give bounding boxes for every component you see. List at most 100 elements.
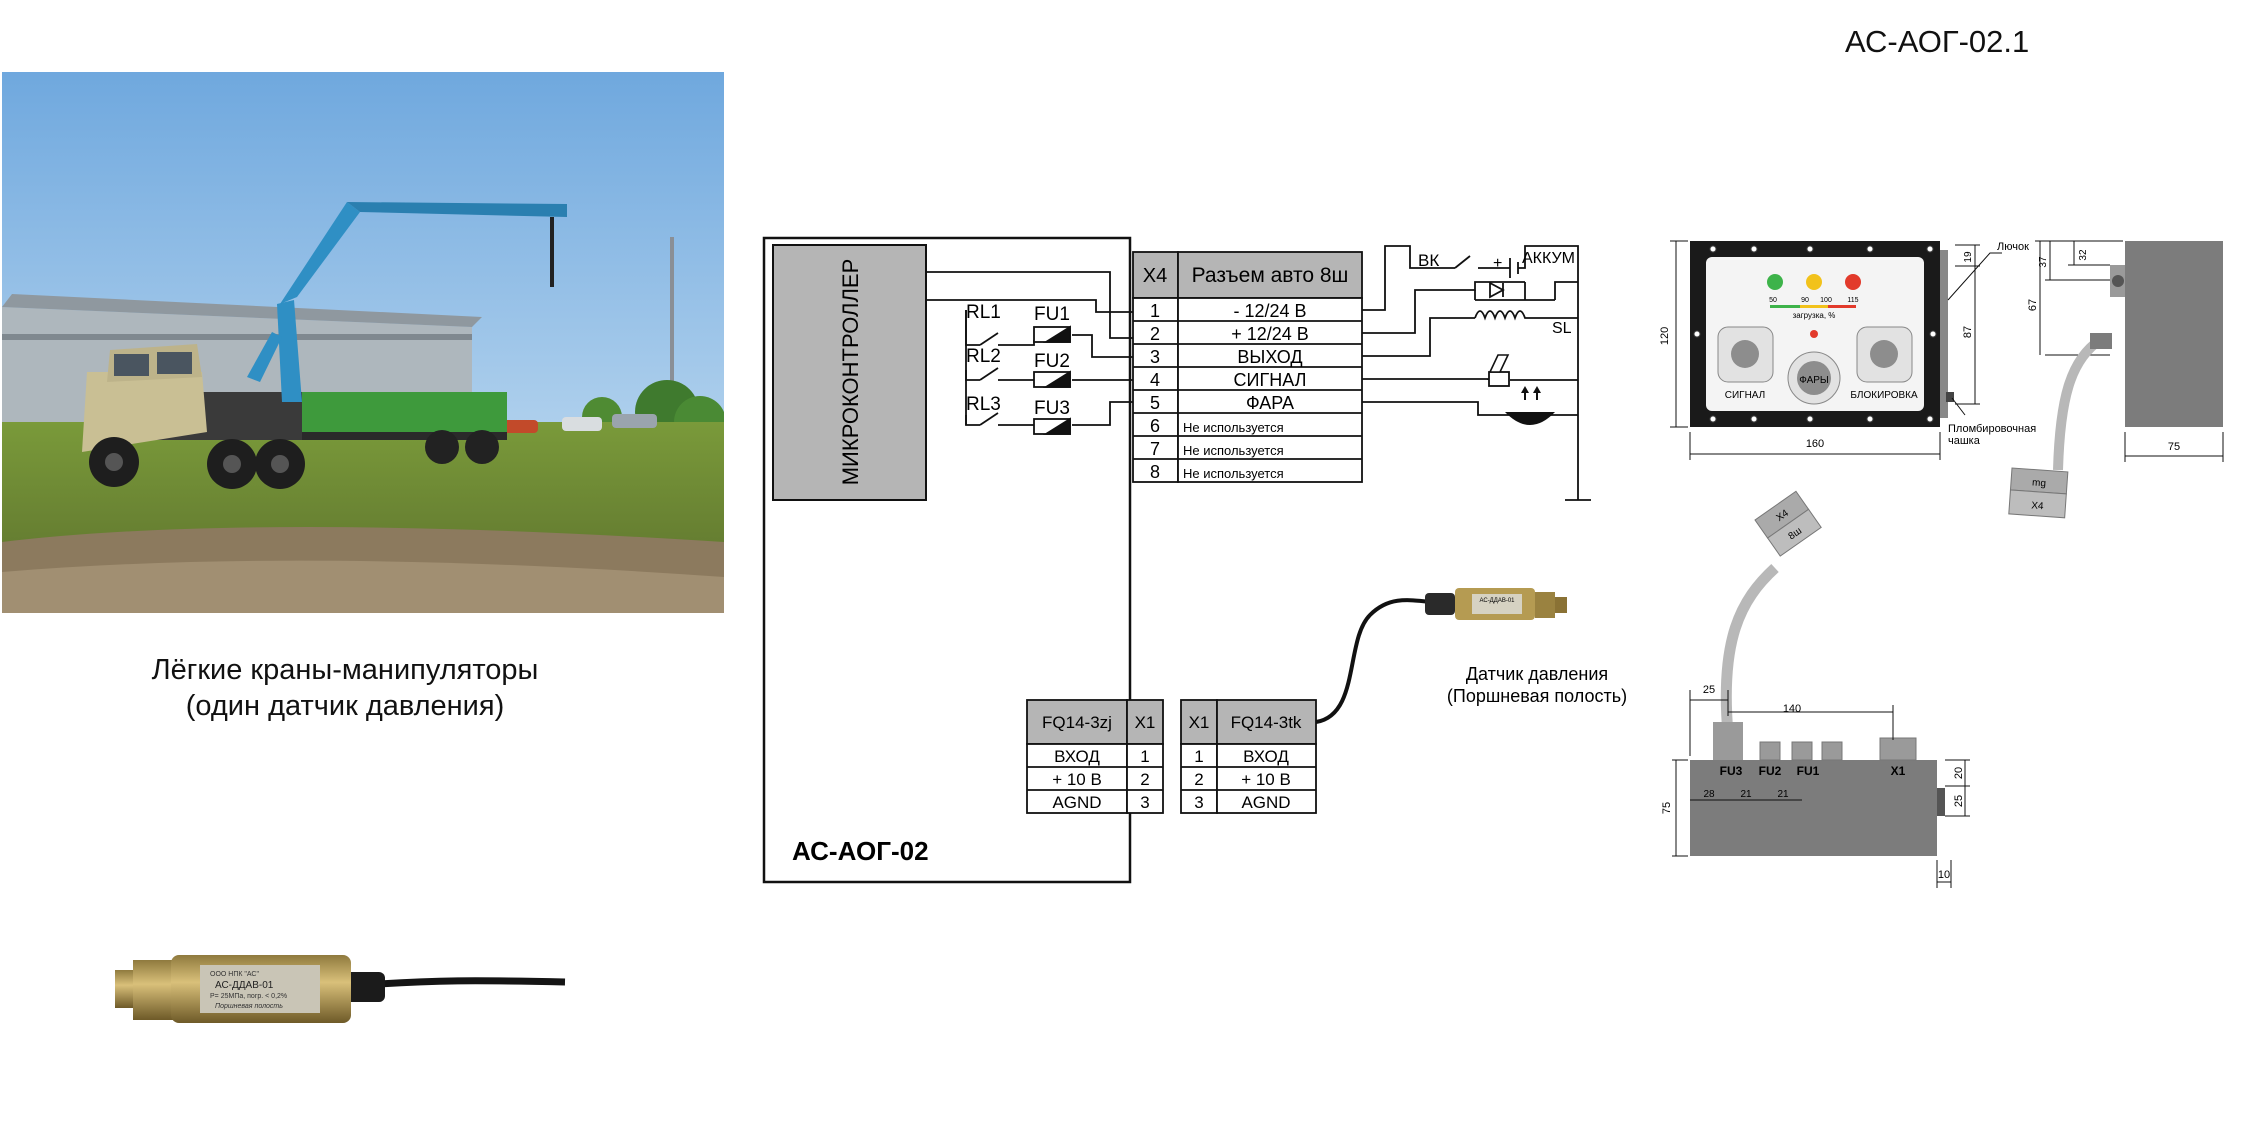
x4-pin-number: 3: [1150, 347, 1160, 367]
sensor-spec: P= 25МПа, погр. < 0,2%: [210, 993, 287, 1000]
dim-inner-height: 87: [1962, 326, 1974, 338]
x1-left-pin-label: + 10 В: [1052, 770, 1102, 789]
unit-bottom-drawing: [1690, 760, 1937, 856]
led-red-icon: [1845, 274, 1861, 290]
battery-plus-label: +: [1493, 255, 1502, 272]
sl-label: SL: [1552, 320, 1572, 337]
sensor-brand: ООО НПК "АС": [210, 971, 259, 978]
x1-right-pin-label: AGND: [1241, 793, 1290, 812]
x4-title: Разъем авто 8ш: [1192, 264, 1349, 287]
fuse-label-fu3: FU3: [1034, 398, 1070, 419]
x4-pin-label: ФАРА: [1246, 393, 1294, 413]
load-label: загрузка, %: [1793, 311, 1836, 320]
label-x1: X1: [1891, 764, 1906, 778]
x1-left-pin-number: 2: [1140, 770, 1149, 789]
microcontroller-block: [772, 244, 927, 501]
block-button[interactable]: [1870, 340, 1898, 368]
x1-left-pin-number: 1: [1140, 747, 1149, 766]
x1-right-pin-number: 1: [1194, 747, 1203, 766]
dim-d1: 28: [1703, 789, 1715, 800]
button-label-signal: СИГНАЛ: [1725, 390, 1766, 401]
x4-pin-number: 1: [1150, 301, 1160, 321]
x4-pin-label: - 12/24 В: [1233, 301, 1306, 321]
x4-pin-label: Не используется: [1183, 443, 1284, 458]
x1-right-pin-number: 3: [1194, 793, 1203, 812]
microcontroller-label: МИКРОКОНТРОЛЛЕР: [838, 259, 863, 486]
x4-pin-number: 5: [1150, 393, 1160, 413]
relay-label-rl2: RL2: [966, 346, 1001, 367]
x1-right-title: FQ14-3tk: [1231, 713, 1302, 732]
dim-right-mid: 25: [1953, 795, 1965, 807]
unit-name: АС-АОГ-02: [792, 836, 929, 866]
x4-pin-label: СИГНАЛ: [1234, 370, 1307, 390]
x4-pin-label: Не используется: [1183, 420, 1284, 435]
sensor-model: АС-ДДАВ-01: [215, 980, 274, 991]
x1-left-id: X1: [1135, 713, 1156, 732]
x4-pin-number: 6: [1150, 416, 1160, 436]
dim-right-top: 20: [1953, 767, 1965, 779]
x4-pin-label: + 12/24 В: [1231, 324, 1309, 344]
dim-bottom-height: 75: [1661, 802, 1673, 814]
caption-line-1: Лёгкие краны-манипуляторы: [151, 654, 539, 686]
button-label-block: БЛОКИРОВКА: [1850, 390, 1918, 401]
sensor-body-label: АС-ДДАВ-01: [1479, 598, 1515, 604]
relay-label-rl1: RL1: [966, 302, 1001, 323]
panel-side-drawing: [2125, 241, 2223, 427]
dim-side-top2: 32: [2078, 249, 2089, 261]
hatch-label: Лючок: [1997, 241, 2029, 253]
connector-tag: X4: [2031, 500, 2044, 512]
dim-width: 160: [1806, 438, 1824, 450]
dim-d2: 21: [1740, 789, 1752, 800]
label-fu1: FU1: [1797, 764, 1820, 778]
fuse-label-fu2: FU2: [1034, 351, 1070, 372]
headlight-icon: [1505, 412, 1555, 425]
x4-pin-label: Не используется: [1183, 466, 1284, 481]
label-fu2: FU2: [1759, 764, 1782, 778]
x1-right-pin-label: + 10 В: [1241, 770, 1291, 789]
x1-left-pin-label: ВХОД: [1054, 747, 1100, 766]
dim-right-bottom: 10: [1938, 869, 1950, 881]
headlights-button[interactable]: [1797, 361, 1831, 395]
seal-label-2: чашка: [1948, 435, 1981, 447]
dim-span: 140: [1783, 703, 1801, 715]
sensor-label-2: (Поршневая полость): [1447, 686, 1627, 706]
buzzer-icon: [1488, 371, 1510, 387]
caption-line-2: (один датчик давления): [185, 690, 505, 722]
x4-pin-number: 2: [1150, 324, 1160, 344]
signal-button[interactable]: [1731, 340, 1759, 368]
x1-left-pin-label: AGND: [1052, 793, 1101, 812]
scale-label: 100: [1820, 297, 1832, 304]
x1-right-id: X1: [1189, 713, 1210, 732]
label-fu3: FU3: [1720, 764, 1743, 778]
dim-side-depth: 75: [2168, 441, 2180, 453]
dim-d3: 21: [1777, 789, 1789, 800]
scale-label: 50: [1769, 297, 1777, 304]
photo-caption: Лёгкие краны-манипуляторы (один датчик д…: [0, 652, 690, 724]
dim-side-height: 67: [2027, 299, 2039, 311]
fuse-label-fu1: FU1: [1034, 304, 1070, 325]
sensor-label-1: Датчик давления: [1466, 664, 1608, 684]
x4-pin-number: 7: [1150, 439, 1160, 459]
dim-side-top1: 37: [2038, 256, 2049, 268]
x4-id: X4: [1143, 265, 1167, 287]
button-label-headlights: ФАРЫ: [1799, 375, 1829, 386]
battery-label: АККУМ: [1522, 250, 1575, 267]
x1-right-pin-label: ВХОД: [1243, 747, 1289, 766]
x4-pin-label: ВЫХОД: [1237, 347, 1302, 367]
led-yellow-icon: [1806, 274, 1822, 290]
connector-tag: mg: [2032, 477, 2047, 489]
x1-right-pin-number: 2: [1194, 770, 1203, 789]
pressure-sensor-photo: ООО НПК "АС" АС-ДДАВ-01 P= 25МПа, погр. …: [115, 930, 575, 1060]
vk-label: ВК: [1418, 251, 1439, 270]
seal-label-1: Пломбировочная: [1948, 423, 2036, 435]
x1-left-pin-number: 3: [1140, 793, 1149, 812]
sensor-note: Поршневая полость: [215, 1003, 283, 1010]
dim-top: 19: [1963, 251, 1974, 263]
scale-label: 115: [1847, 297, 1858, 304]
page-title: АС-АОГ-02.1: [1845, 24, 2030, 59]
x1-left-title: FQ14-3zj: [1042, 713, 1112, 732]
scale-label: 90: [1801, 297, 1809, 304]
led-green-icon: [1767, 274, 1783, 290]
relay-label-rl3: RL3: [966, 394, 1001, 415]
